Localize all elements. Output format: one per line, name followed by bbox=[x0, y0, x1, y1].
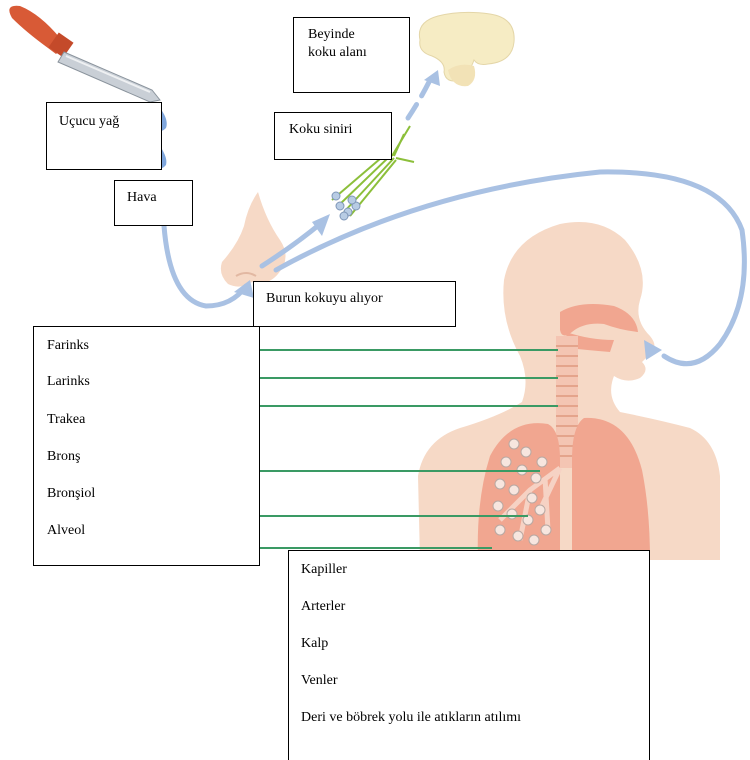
air-label: Hava bbox=[114, 180, 193, 226]
nose-smells-text: Burun kokuyu alıyor bbox=[266, 290, 455, 308]
arrow-head-nerve-icon bbox=[312, 214, 330, 236]
item-waste-excretion: Deri ve böbrek yolu ile atıkların atılım… bbox=[301, 709, 521, 727]
brain-smell-area-label: Beyinde koku alanı bbox=[293, 17, 410, 93]
volatile-oil-text: Uçucu yağ bbox=[59, 113, 161, 131]
part-trachea: Trakea bbox=[47, 411, 85, 429]
part-bronchiole: Bronşiol bbox=[47, 485, 95, 503]
nose-smells-label: Burun kokuyu alıyor bbox=[253, 281, 456, 327]
item-veins: Venler bbox=[301, 672, 338, 690]
part-alveolus: Alveol bbox=[47, 522, 85, 540]
brain-area-line2: koku alanı bbox=[308, 44, 409, 62]
volatile-oil-label: Uçucu yağ bbox=[46, 102, 162, 170]
olfactory-nerve-text: Koku siniri bbox=[289, 121, 391, 139]
respiratory-parts-box: Farinks Larinks Trakea Bronş Bronşiol Al… bbox=[33, 326, 260, 566]
part-bronchus: Bronş bbox=[47, 448, 80, 466]
item-capillaries: Kapiller bbox=[301, 561, 347, 579]
item-heart: Kalp bbox=[301, 635, 328, 653]
part-larynx: Larinks bbox=[47, 373, 90, 391]
circulation-box: Kapiller Arterler Kalp Venler Deri ve bö… bbox=[288, 550, 650, 760]
olfactory-nerve-label: Koku siniri bbox=[274, 112, 392, 160]
brain-area-line1: Beyinde bbox=[308, 26, 409, 44]
dropper-icon bbox=[9, 6, 160, 102]
air-text: Hava bbox=[127, 189, 192, 207]
part-pharynx: Farinks bbox=[47, 337, 89, 355]
item-arteries: Arterler bbox=[301, 598, 345, 616]
